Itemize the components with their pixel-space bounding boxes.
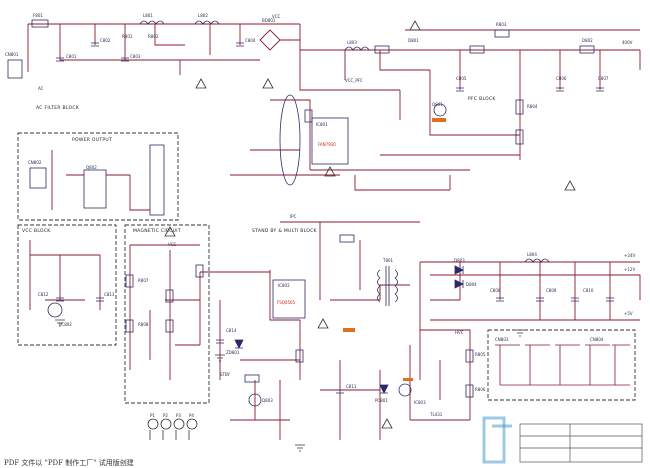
label-d801: D801: [408, 38, 419, 43]
label-r804: R804: [527, 104, 538, 109]
label-hvc: HVC: [455, 330, 464, 335]
label-p1: P1: [150, 413, 155, 418]
label-c808: C808: [490, 288, 501, 293]
block-label-vcc: VCC BLOCK: [22, 229, 51, 234]
label-l801: L801: [143, 13, 153, 18]
label-out12: +12V: [624, 267, 636, 272]
label-r806: R806: [475, 387, 486, 392]
label-ic801: IC801: [316, 122, 328, 127]
label-cn803: CN803: [495, 337, 509, 342]
block-label-standby-multi: STAND BY & MULTI BLOCK: [252, 229, 317, 234]
label-out5: +5V: [624, 311, 633, 316]
block-label-power-output: POWER OUTPUT: [72, 138, 113, 143]
label-zd801: ZD801: [226, 350, 240, 355]
label-c809: C809: [546, 288, 557, 293]
label-cn802: CN802: [28, 160, 42, 165]
label-vcc-pfc: VCC_PFC: [345, 78, 363, 83]
label-r807: R807: [138, 278, 149, 283]
title-block: [519, 423, 643, 463]
label-p4: P4: [189, 413, 194, 418]
label-f801: F801: [33, 13, 43, 18]
label-r805: R805: [475, 352, 486, 357]
block-label-pfc: PFC BLOCK: [468, 97, 496, 102]
label-pc802: PC802: [59, 322, 72, 327]
label-c810: C810: [583, 288, 594, 293]
label-c801: C801: [66, 54, 77, 59]
label-vfc: VCC: [272, 14, 281, 19]
test-points: [147, 418, 198, 440]
warning-triangles: [164, 20, 576, 429]
label-r808: R808: [138, 322, 149, 327]
output-sub-block: [495, 344, 630, 386]
label-d803: D803: [454, 258, 465, 263]
label-l802: L802: [198, 13, 208, 18]
label-r803: R803: [496, 22, 507, 27]
footer-caption: PDF 文件以 "PDF 制作工厂" 试用版创建: [4, 459, 134, 467]
ground-symbols: [55, 319, 525, 452]
label-stby: STBY: [220, 372, 230, 377]
block-label-magnetic: MAGNETIC CIRCUIT: [133, 229, 181, 234]
label-out24: +24V: [624, 253, 636, 258]
label-tl431: TL431: [430, 412, 443, 417]
block-label-ac-filter: AC FILTER BLOCK: [36, 106, 80, 111]
label-pc801: PC801: [375, 398, 388, 403]
label-r801: R801: [122, 34, 133, 39]
highlight-parts: [343, 118, 446, 381]
label-q803: Q803: [262, 398, 273, 403]
label-bd801: BD801: [262, 18, 276, 23]
label-c807: C807: [598, 76, 609, 81]
label-ic802: IC802: [278, 283, 290, 288]
watermark-logo: [482, 416, 512, 464]
label-p2: P2: [163, 413, 168, 418]
label-q801: Q801: [432, 102, 443, 107]
label-ic801-part: FAN7930: [318, 142, 336, 147]
label-c806: C806: [556, 76, 567, 81]
label-ic802-part: FSQ0565: [277, 300, 296, 305]
label-t801: T801: [383, 258, 394, 263]
label-c814: C814: [226, 328, 237, 333]
label-c804: C804: [245, 38, 256, 43]
label-vout: 400V: [622, 40, 633, 45]
label-d804: D804: [466, 282, 477, 287]
label-r802: R802: [148, 34, 159, 39]
label-vcc: VCC: [168, 242, 177, 247]
label-c802: C802: [100, 38, 111, 43]
label-c813: C813: [104, 292, 115, 297]
label-c812: C812: [38, 292, 49, 297]
label-ic803: IC803: [414, 400, 426, 405]
label-ac: AC: [38, 86, 44, 91]
label-c811: C811: [346, 384, 357, 389]
label-p3: P3: [176, 413, 181, 418]
label-c803: C803: [130, 54, 141, 59]
label-q802: Q802: [86, 165, 97, 170]
label-ipc: IPC: [290, 214, 297, 219]
label-l803: L803: [347, 40, 357, 45]
label-c805: C805: [456, 76, 467, 81]
label-l804: L804: [527, 252, 537, 257]
label-d802: D802: [582, 38, 593, 43]
component-symbols: [7, 19, 614, 407]
main-wires: [27, 23, 641, 440]
label-cn804: CN804: [590, 337, 604, 342]
label-cn801: CN801: [5, 52, 19, 57]
dashed-boxes: [17, 132, 636, 404]
